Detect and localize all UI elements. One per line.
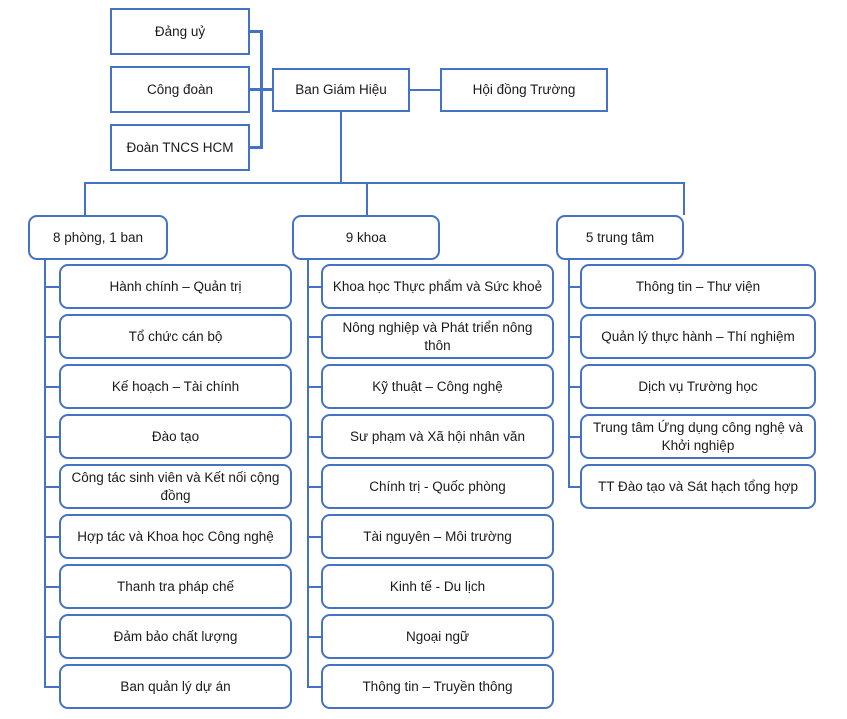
node-tai-nguyen-moi-truong[interactable]: Tài nguyên – Môi trường <box>321 514 554 559</box>
node-su-pham-xa-hoi-nhan-van[interactable]: Sư phạm và Xã hội nhân văn <box>321 414 554 459</box>
node-thong-tin-truyen-thong[interactable]: Thông tin – Truyền thông <box>321 664 554 709</box>
connector-cong-doan <box>249 88 274 91</box>
connector-stub-col2-8 <box>307 636 323 638</box>
connector-stub-col1-6 <box>44 536 61 538</box>
node-ky-thuat-cong-nghe[interactable]: Kỹ thuật – Công nghệ <box>321 364 554 409</box>
node-ban-quan-ly-du-an[interactable]: Ban quản lý dự án <box>59 664 292 709</box>
node-label: Công tác sinh viên và Kết nối cộng đồng <box>71 470 280 503</box>
node-label: Sư phạm và Xã hội nhân văn <box>350 428 525 444</box>
node-label: Hợp tác và Khoa học Công nghệ <box>77 528 274 544</box>
connector-stub-col1-7 <box>44 586 61 588</box>
connector-stub-col2-4 <box>307 436 323 438</box>
node-doan-tncs-hcm[interactable]: Đoàn TNCS HCM <box>110 124 250 171</box>
node-hoi-dong-truong[interactable]: Hội đồng Trường <box>440 68 608 112</box>
connector-stub-col2-6 <box>307 536 323 538</box>
node-label: Kinh tế - Du lịch <box>389 578 486 594</box>
connector-spine-col1 <box>44 259 46 687</box>
connector-spine-col2 <box>307 259 309 687</box>
node-label: TT Đào tạo và Sát hạch tổng hợp <box>598 478 798 494</box>
node-label: Dịch vụ Trường học <box>638 378 758 394</box>
connector-stub-col2-5 <box>307 486 323 488</box>
connector-stub-col1-2 <box>44 336 61 338</box>
node-label: Công đoàn <box>146 81 214 97</box>
node-dich-vu-truong-hoc[interactable]: Dịch vụ Trường học <box>580 364 816 409</box>
connector-stub-col2-9 <box>307 686 323 688</box>
node-label: Hành chính – Quản trị <box>109 278 242 294</box>
connector-main-bus <box>84 182 684 184</box>
node-label: Đảng uỷ <box>154 23 206 39</box>
node-ke-hoach-tai-chinh[interactable]: Kế hoạch – Tài chính <box>59 364 292 409</box>
node-tt-dao-tao-sat-hach-tong-hop[interactable]: TT Đào tạo và Sát hạch tổng hợp <box>580 464 816 509</box>
node-label: Quản lý thực hành – Thí nghiệm <box>601 328 795 344</box>
connector-stub-col2-3 <box>307 386 323 388</box>
node-label: Đào tạo <box>151 428 200 444</box>
column-header-label: 9 khoa <box>345 229 387 245</box>
connector-stub-col2-7 <box>307 586 323 588</box>
node-hanh-chinh-quan-tri[interactable]: Hành chính – Quản trị <box>59 264 292 309</box>
connector-spine-col3 <box>568 259 570 487</box>
node-thanh-tra-phap-che[interactable]: Thanh tra pháp chế <box>59 564 292 609</box>
connector-bgh-to-hoi-dong <box>409 89 442 91</box>
node-dao-tao[interactable]: Đào tạo <box>59 414 292 459</box>
node-label: Tổ chức cán bộ <box>128 328 223 344</box>
node-ngoai-ngu[interactable]: Ngoại ngữ <box>321 614 554 659</box>
node-trung-tam-ung-dung-cong-nghe-khoi-nghiep[interactable]: Trung tâm Ứng dụng công nghệ và Khởi ngh… <box>580 414 816 459</box>
node-thong-tin-thu-vien[interactable]: Thông tin – Thư viện <box>580 264 816 309</box>
connector-stub-col1-4 <box>44 436 61 438</box>
connector-stub-col1-1 <box>44 286 61 288</box>
connector-stub-col3-5 <box>568 486 582 488</box>
connector-doan-tncs <box>249 146 263 149</box>
column-header-5-trung-tam[interactable]: 5 trung tâm <box>556 215 684 260</box>
connector-stub-col3-2 <box>568 336 582 338</box>
connector-stub-col3-1 <box>568 286 582 288</box>
node-label: Hội đồng Trường <box>472 82 576 98</box>
connector-stub-col1-8 <box>44 636 61 638</box>
node-label: Tài nguyên – Môi trường <box>363 528 512 544</box>
connector-stub-col1-5 <box>44 486 61 488</box>
node-cong-tac-sinh-vien[interactable]: Công tác sinh viên và Kết nối cộng đồng <box>59 464 292 509</box>
connector-stub-col3-3 <box>568 386 582 388</box>
node-quan-ly-thuc-hanh-thi-nghiem[interactable]: Quản lý thực hành – Thí nghiệm <box>580 314 816 359</box>
node-label: Thông tin – Thư viện <box>635 278 761 294</box>
node-label: Thanh tra pháp chế <box>116 578 235 594</box>
connector-stub-col1-9 <box>44 686 61 688</box>
connector-stub-col2-1 <box>307 286 323 288</box>
connector-dang-uy <box>249 30 263 33</box>
node-khoa-hoc-thuc-pham-suc-khoe[interactable]: Khoa học Thực phẩm và Sức khoẻ <box>321 264 554 309</box>
node-label: Thông tin – Truyền thông <box>362 678 513 694</box>
connector-bgh-down <box>340 111 342 183</box>
node-label: Nông nghiệp và Phát triển nông thôn <box>342 320 533 353</box>
node-chinh-tri-quoc-phong[interactable]: Chính trị - Quốc phòng <box>321 464 554 509</box>
node-dang-uy[interactable]: Đảng uỷ <box>110 8 250 55</box>
node-nong-nghiep-phat-trien-nong-thon[interactable]: Nông nghiệp và Phát triển nông thôn <box>321 314 554 359</box>
node-label: Khoa học Thực phẩm và Sức khoẻ <box>332 278 543 294</box>
node-label: Kỹ thuật – Công nghệ <box>372 378 503 394</box>
node-hop-tac-khoa-hoc-cong-nghe[interactable]: Hợp tác và Khoa học Công nghệ <box>59 514 292 559</box>
connector-stub-col2-2 <box>307 336 323 338</box>
node-label: Chính trị - Quốc phòng <box>369 478 506 494</box>
connector-drop-col1 <box>84 182 86 215</box>
column-header-9-khoa[interactable]: 9 khoa <box>292 215 440 260</box>
column-header-label: 5 trung tâm <box>585 229 655 245</box>
node-ban-giam-hieu[interactable]: Ban Giám Hiệu <box>272 68 410 112</box>
node-dam-bao-chat-luong[interactable]: Đảm bảo chất lượng <box>59 614 292 659</box>
node-to-chuc-can-bo[interactable]: Tổ chức cán bộ <box>59 314 292 359</box>
connector-stub-col1-3 <box>44 386 61 388</box>
node-label: Trung tâm Ứng dụng công nghệ và Khởi ngh… <box>593 420 803 453</box>
connector-drop-col3 <box>683 182 685 215</box>
connector-drop-col2 <box>366 182 368 215</box>
node-label: Đoàn TNCS HCM <box>126 139 234 155</box>
node-cong-doan[interactable]: Công đoàn <box>110 66 250 113</box>
node-label: Kế hoạch – Tài chính <box>111 378 240 394</box>
node-label: Ban Giám Hiệu <box>295 82 387 98</box>
node-kinh-te-du-lich[interactable]: Kinh tế - Du lịch <box>321 564 554 609</box>
column-header-label: 8 phòng, 1 ban <box>52 229 144 245</box>
node-label: Ngoại ngữ <box>405 628 470 644</box>
column-header-8-phong-1-ban[interactable]: 8 phòng, 1 ban <box>28 215 168 260</box>
node-label: Đảm bảo chất lượng <box>113 628 238 644</box>
node-label: Ban quản lý dự án <box>120 678 231 694</box>
connector-stub-col3-4 <box>568 436 582 438</box>
